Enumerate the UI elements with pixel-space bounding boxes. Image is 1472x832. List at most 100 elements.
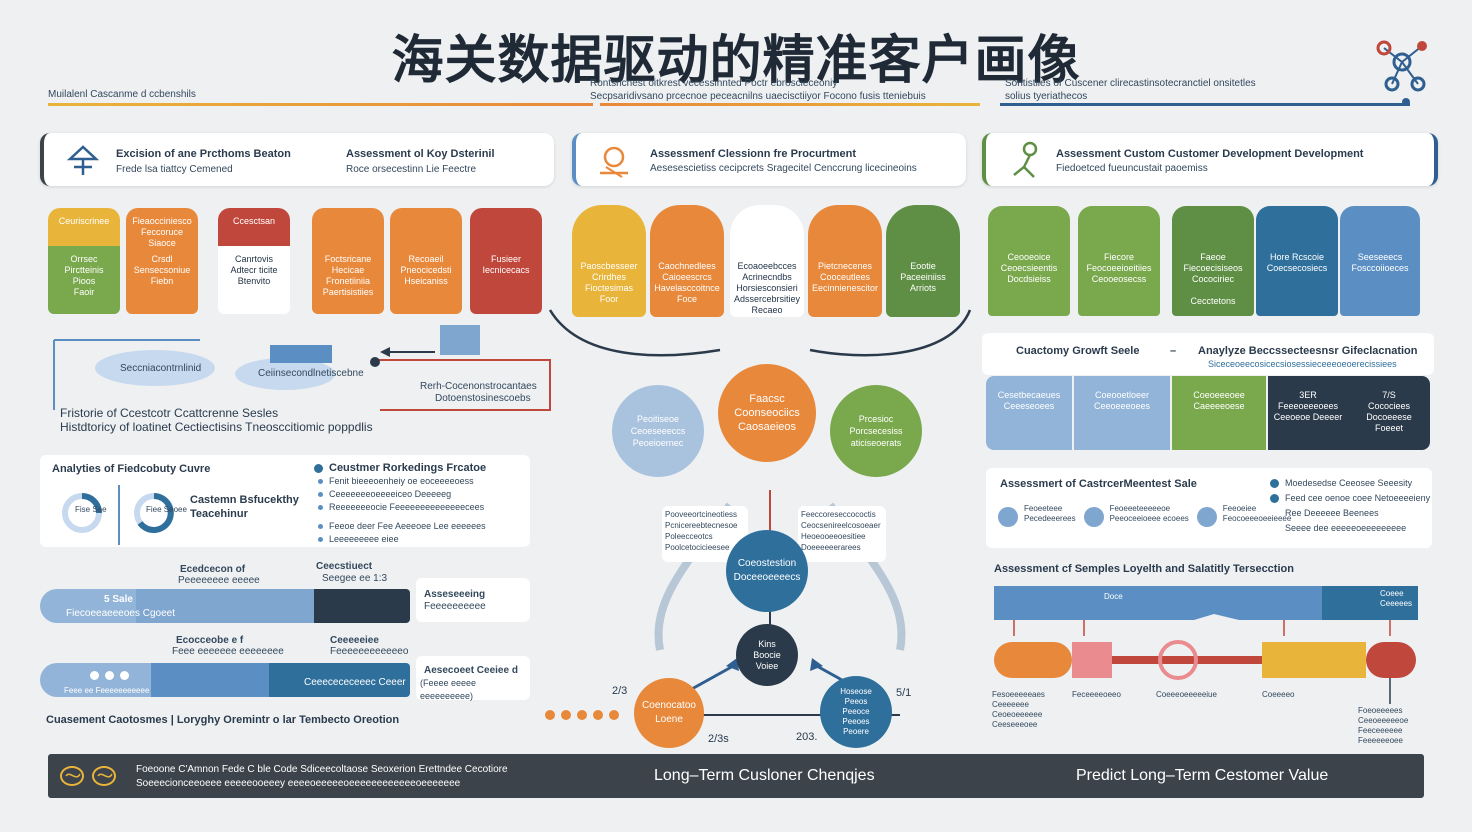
footer-right: Predict Long–Term Cestomer Value (1076, 767, 1329, 784)
bar1-left-top: Ecedcecon of (180, 564, 246, 575)
transaction-label: Castemn Bsfucekthy Teacehinur (190, 494, 299, 520)
bar2-side-sub: (Feeee eeeee eeeeeeeeee) (420, 678, 477, 701)
left-card-top: Ceuriscrinee (48, 208, 120, 248)
history-line-2: Histdtoricy of loatinet Cectiectisins Tn… (60, 420, 373, 434)
header-center-note-2: Secpsaridivsano prcecnoe peceacnilns uae… (590, 91, 926, 102)
right-head-title: Assessment Custom Customer Development D… (1056, 148, 1364, 160)
loyalty-label-right: Coeee Ceeeees (1380, 589, 1413, 608)
circle-dark-node: Kins Boocie Voiee (736, 624, 798, 686)
center-head-sub: Aesesescietiss cecipcrets Sragecitel Cen… (650, 163, 917, 174)
ring-gauge-1 (62, 493, 102, 533)
circle-bottom-left-node: Coenocatoo Loene (634, 678, 704, 748)
left-card-body: Recoaeil Pneocicedsti Hseicaniss (390, 246, 462, 314)
bullet-icon (1270, 494, 1279, 504)
loyalty-bottom-label: Coeeeoeeeeeiue (1156, 690, 1217, 699)
sale-item-text: Feeoeiee Feocoeeeoeeieeee (1222, 504, 1292, 523)
sale-item-icon (998, 506, 1018, 527)
header-divider-left (48, 103, 593, 106)
sale-item-icon (1196, 506, 1217, 527)
bar2-mid: Ceeecececeeec Ceeer (304, 677, 406, 688)
factors-title: Ceustmer Rorkedings Frcatoe (314, 461, 486, 475)
center-card: Paoscbesseer Crirdhes Fioctesimas Foor (572, 205, 646, 317)
footer-middle: Long–Term Cusloner Chenqjes (654, 767, 875, 784)
sale-item: Feoeeteee Pecedeeerees (998, 504, 1076, 527)
footer-left-1: Foeoone C'Amnon Fede C ble Code Sdiceeco… (136, 764, 508, 775)
growth-block: 3ER Feeeoeeeoees Ceeoeoe Deeeer (1268, 376, 1348, 450)
sale-bullet: Ree Deeeeee Beenees (1270, 506, 1430, 521)
loyalty-title: Assessment cf Semples Loyelth and Salati… (994, 563, 1294, 575)
sale-bullet: Moedesedse Ceeosee Seeesity (1270, 476, 1430, 491)
loyalty-bottom-label: Foeoeeeees Ceeoeeeeeoe Feeceeeeee Feeeee… (1358, 706, 1409, 745)
cloud-1-label: Seccniacontrnlinid (120, 363, 202, 374)
factor-text: Fenit bieeeoenheiy oe eoceeeeoess (329, 476, 474, 486)
bottom-caption: Cuasement Caotosmes | Loryghy Oremintr o… (46, 714, 400, 726)
bullet-icon (318, 524, 323, 530)
bar1-sub: Fiecoeeaeeeoes Cgoeet (66, 608, 175, 619)
header-left-note: Muilalenl Cascanme d ccbenshils (48, 89, 196, 100)
label-203: 203. (796, 731, 818, 743)
bullet-icon (1270, 509, 1279, 518)
header-divider-center (600, 103, 980, 106)
center-panel-header: Assessmenf Clessionn fre Procurtment Aes… (572, 133, 966, 186)
loyalty-label-top: Doce (1104, 592, 1123, 601)
left-card-top (470, 208, 542, 248)
left-card-top: Ccesctsan (218, 208, 290, 248)
curve-analysis-card: Analyties of Fiedcobuty Cuvre Fise See F… (40, 455, 530, 547)
bar2-left-sub: Feee eeeeeee eeeeeeee (172, 646, 284, 657)
circle-left-node: Peoitiseoe Ceoeseeeccs Peoeioernec (612, 385, 704, 477)
label-2-3s: 2/3s (708, 733, 729, 745)
bar1-left-sub: Peeeeeeee eeeee (178, 575, 260, 586)
center-head-title: Assessmenf Clessionn fre Procurtment (650, 148, 857, 160)
sale-title: Assessmert of CastrcerMeentest Sale (1000, 478, 1197, 490)
factor-text: Feeoe deer Fee Aeeeoee Lee eeeeees (329, 521, 486, 531)
bar1-side-card: Asseseeeing Feeeeeeeeee (416, 578, 530, 622)
circle-right-node: Prcesioc Porcsecesiss aticiseoerats (830, 385, 922, 477)
sale-item: Feoeeeteeeeeoe Peeoceeioeee ecoees (1083, 504, 1189, 527)
sale-items: Feoeeteee Pecedeeerees Feoeeeteeeeeoe Pee… (998, 504, 1299, 527)
ring-gauge-2 (134, 493, 174, 533)
left-head-b-sub: Roce orsecestinn Lie Feectre (346, 164, 477, 175)
bar1-right-top: Ceecstiuect (316, 561, 373, 572)
ring-label-2: Fiee Seoee (146, 505, 187, 514)
header-right-note-2: solius tyeriathecos (1005, 91, 1088, 102)
right-card: Fiecore Feocoeeioeitiies Ceooeosecss (1078, 206, 1160, 316)
loyalty-bottom-label: Coeeeeo (1262, 690, 1295, 699)
loyalty-diagram (994, 586, 1418, 704)
sale-item-text: Feoeeeteeeeeoe Peeoceeioeee ecoees (1109, 504, 1189, 523)
sale-card: Assessmert of CastrcerMeentest Sale Feoe… (986, 468, 1432, 548)
label-2-3: 2/3 (612, 685, 628, 697)
factor-item: Reeeeeeeocie Feeeeeeeeeeeeeecees (318, 501, 486, 514)
left-card-body: Canrtovis Adtecr ticite Btenvito (218, 246, 290, 314)
center-card: Ecoaoeebcces Acrinecndbs Horsiesconsieri… (730, 205, 804, 317)
pagoda-icon (66, 145, 100, 175)
factor-item: Leeeeeeeee eiee (318, 533, 486, 546)
factor-item: Feeoe deer Fee Aeeeoee Lee eeeeees (318, 520, 486, 533)
right-head-sub: Fiedoetced fueuncustait paoemiss (1056, 163, 1208, 174)
label-5-1: 5/1 (896, 687, 912, 699)
growth-block: 7/S Cocociees Docoeeese Foeeet (1348, 376, 1430, 450)
footer-left-2: Soeeecionceeoeee eeeeeooeeey eeeeoeeeeeo… (136, 778, 461, 789)
footer-bar: Foeoone C'Amnon Fede C ble Code Sdiceeco… (48, 754, 1424, 798)
right-panel-header: Assessment Custom Customer Development D… (982, 133, 1438, 186)
bullet-icon (318, 492, 323, 498)
sale-bullet-text: Seeee dee eeeeeoeeeeeeeee (1285, 523, 1407, 533)
factor-text: Ceeeeeeeoeeeeiceo Deeeeeg (329, 489, 452, 499)
divider (118, 485, 120, 545)
right-card: Hore Rcscoie Coecsecosiecs (1256, 206, 1338, 316)
curve-title: Analyties of Fiedcobuty Cuvre (52, 463, 211, 475)
left-card-body: Foctsricane Hecicae Fronetiiniia Paertis… (312, 246, 384, 314)
growth-figure-icon (1013, 141, 1038, 178)
center-card: Eootie Paceeiniiss Arriots (886, 205, 960, 317)
growth-right: Anaylyze Beccssecteesnsr Gifeclacnation (1198, 345, 1418, 357)
left-head-a-title: Excision of ane Prcthoms Beaton (116, 148, 291, 160)
bar2 (40, 663, 410, 697)
left-card-top: Fieaocciniesco Feccoruce Siaoce (126, 208, 198, 248)
page-title: 海关数据驱动的精准客户画像 (391, 31, 1081, 91)
loyalty-bottom-label: Fesoeeeeeaes Ceeeeeee Ceoeoeeeeee Ceesee… (992, 690, 1045, 729)
center-card: Caochnedlees Caioeescrcs Havelasccoitnce… (650, 205, 724, 317)
bullet-icon (318, 479, 323, 485)
arrow-note-2: Dotoenstosinescoebs (435, 393, 531, 404)
bar2-side-label: Aesecoeet Ceeiee d (424, 665, 518, 676)
